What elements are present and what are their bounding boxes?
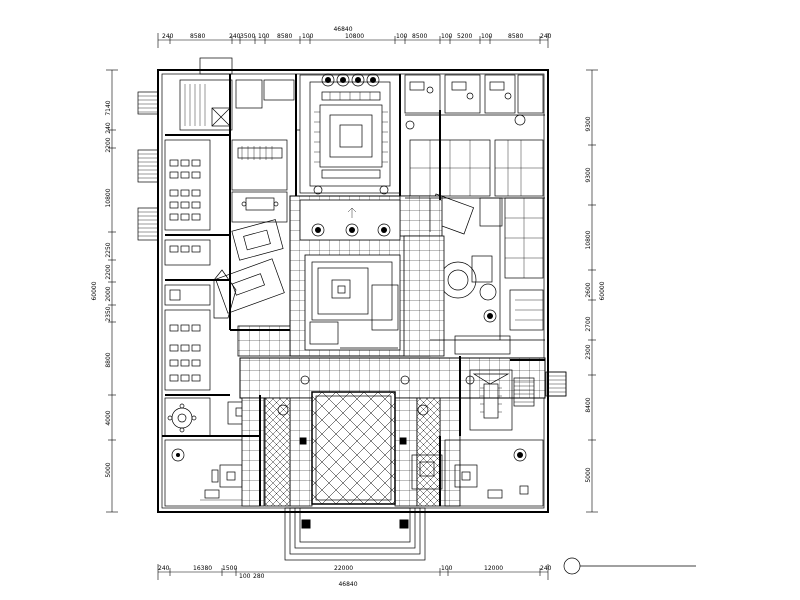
left-seg-label: 2250	[105, 242, 112, 257]
central-diamond-floor	[264, 391, 441, 507]
right-dimension-line: 60000 9300 9300 10800 2600 2700 2300 840…	[585, 69, 606, 513]
left-seg-label: 10800	[105, 188, 112, 207]
top-seg-label: 3500	[240, 33, 255, 40]
stair-core-top-left	[179, 57, 295, 131]
bottom-dimension-line: 240 16380 1500 22000 100 12000 240 100 2…	[157, 564, 552, 588]
top-seg-label: 100	[441, 33, 453, 40]
bottom-seg-label: 1500	[222, 565, 237, 572]
right-seg-label: 5000	[585, 467, 592, 482]
interior-partitions	[162, 74, 545, 506]
top-seg-label: 100	[396, 33, 408, 40]
left-seg-label: 4000	[105, 410, 112, 425]
inner-courtyard	[304, 254, 401, 351]
top-seg-label: 240	[540, 33, 552, 40]
right-seg-label: 2300	[585, 344, 592, 359]
right-seg-label: 10800	[585, 230, 592, 249]
bottom-seg-label: 22000	[334, 565, 353, 572]
top-right-offices	[404, 74, 544, 197]
left-seg-label: 2200	[105, 137, 112, 152]
left-seg-label: 2350	[105, 306, 112, 321]
south-entrance-steps	[284, 507, 426, 561]
top-seg-label: 100	[302, 33, 314, 40]
top-seg-label: 10800	[345, 33, 364, 40]
left-dimension-line: 60000 7140 240 2200 10800 2250 2200 2000…	[91, 69, 118, 513]
left-seg-label: 7140	[105, 100, 112, 115]
right-seg-label: 9300	[585, 116, 592, 131]
bottom-seg-label: 240	[540, 565, 552, 572]
top-seg-label: 8500	[412, 33, 427, 40]
bottom-sub-label: 100	[239, 573, 251, 580]
bottom-seg-label: 240	[158, 565, 170, 572]
left-open-office	[164, 139, 211, 391]
top-seg-label: 8580	[277, 33, 292, 40]
right-seg-label: 8400	[585, 397, 592, 412]
left-seg-label: 5000	[105, 462, 112, 477]
bottom-right-lounge	[411, 439, 544, 507]
top-seg-label: 8580	[508, 33, 523, 40]
top-dimension-line: 46840 240 8580 240 3500 100 8580 100 108…	[157, 26, 552, 48]
bottom-sub-label: 280	[253, 573, 265, 580]
top-seg-label: 5200	[457, 33, 472, 40]
right-seg-label: 2600	[585, 282, 592, 297]
left-total-label: 60000	[91, 281, 98, 300]
bottom-seg-label: 16380	[193, 565, 212, 572]
drawing-caption	[563, 557, 696, 575]
top-seg-label: 240	[229, 33, 241, 40]
top-seg-label: 8580	[190, 33, 205, 40]
right-seg-label: 9300	[585, 167, 592, 182]
bottom-seg-label: 100	[441, 565, 453, 572]
top-center-conference-hall	[299, 73, 401, 195]
left-seg-label: 2200	[105, 264, 112, 279]
bottom-total-label: 46840	[338, 581, 357, 588]
bottom-seg-label: 12000	[484, 565, 503, 572]
left-meeting-rooms	[213, 139, 288, 319]
top-total-label: 46840	[333, 26, 352, 33]
left-seg-label: 240	[105, 122, 112, 134]
right-total-label: 60000	[599, 281, 606, 300]
caption-symbol	[563, 557, 581, 575]
east-stair	[545, 371, 567, 397]
top-seg-label: 100	[258, 33, 270, 40]
right-seg-label: 2700	[585, 316, 592, 331]
top-seg-label: 240	[162, 33, 174, 40]
left-exterior-stairs	[137, 91, 159, 241]
top-seg-label: 100	[481, 33, 493, 40]
left-seg-label: 2000	[105, 286, 112, 301]
left-seg-label: 8800	[105, 352, 112, 367]
